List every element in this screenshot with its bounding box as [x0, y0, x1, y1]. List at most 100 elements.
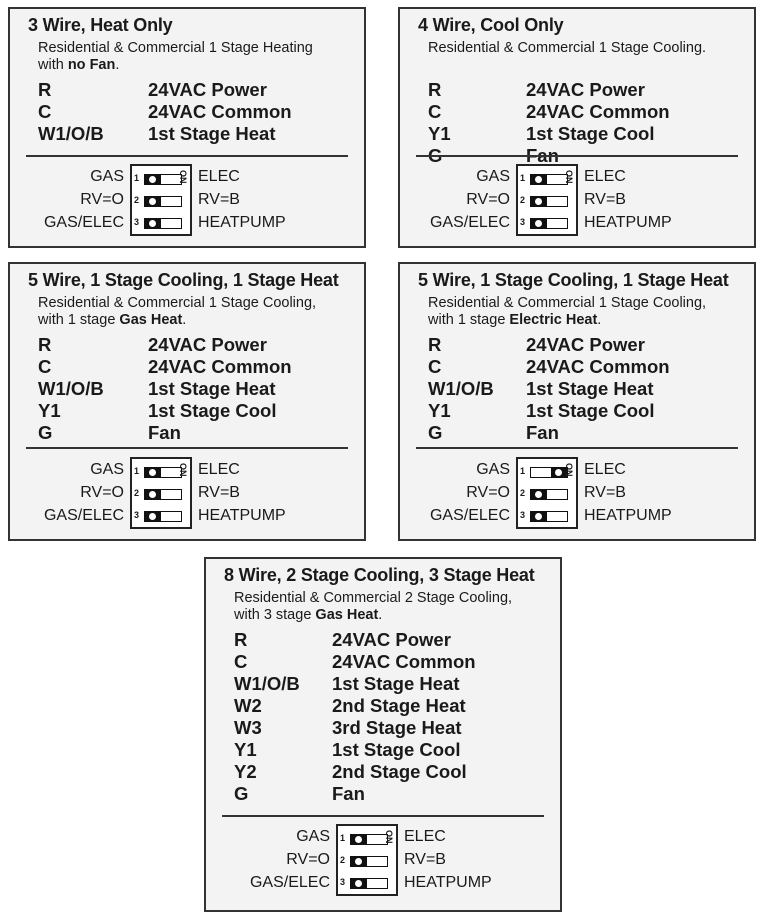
wire-function: 1st Stage Cool [526, 123, 655, 144]
dip-switch-3[interactable] [144, 511, 182, 522]
wire-terminal: R [38, 79, 52, 100]
switch-on-label: HEATPUMP [584, 507, 672, 524]
switch-on-label: RV=B [198, 191, 240, 208]
switch-number: 2 [520, 488, 526, 498]
switch-on-label: RV=B [584, 484, 626, 501]
wire-terminal: R [234, 629, 248, 650]
dip-switch-2[interactable] [144, 489, 182, 500]
wire-terminal: R [428, 79, 442, 100]
dip-switch-1[interactable] [350, 834, 388, 845]
switch-knob [351, 879, 367, 888]
switch-knob [145, 219, 161, 228]
description-line: with 1 stage Electric Heat. [428, 312, 706, 329]
switch-number: 2 [520, 195, 526, 205]
wire-function: 2nd Stage Cool [332, 761, 467, 782]
switch-knob [531, 512, 547, 521]
description-emphasis: no Fan [67, 57, 116, 73]
wire-function: 24VAC Power [148, 79, 267, 100]
switch-knob [531, 175, 547, 184]
wire-function: 24VAC Common [148, 356, 292, 377]
divider-line [26, 155, 348, 157]
panel-title: 8 Wire, 2 Stage Cooling, 3 Stage Heat [224, 565, 535, 585]
wire-terminal: W2 [234, 695, 262, 716]
dip-switch-2[interactable] [350, 856, 388, 867]
divider-line [416, 155, 738, 157]
wire-function: Fan [148, 422, 181, 443]
panel-description: Residential & Commercial 2 Stage Cooling… [234, 590, 512, 624]
description-text: . [597, 312, 602, 328]
description-line: Residential & Commercial 2 Stage Cooling… [234, 590, 513, 606]
switch-number: 2 [340, 855, 346, 865]
switch-knob [145, 175, 161, 184]
dip-switch-3[interactable] [530, 511, 568, 522]
description-emphasis: Gas Heat [119, 312, 183, 328]
wire-function: Fan [332, 783, 365, 804]
switch-knob [145, 197, 161, 206]
wire-terminal: R [38, 334, 52, 355]
switch-on-label: HEATPUMP [198, 214, 286, 231]
switch-on-label: HEATPUMP [404, 874, 492, 891]
switch-on-label: ELEC [584, 168, 626, 185]
panel-title: 5 Wire, 1 Stage Cooling, 1 Stage Heat [28, 270, 339, 290]
dip-switch-1[interactable] [144, 467, 182, 478]
wire-function: 24VAC Common [526, 101, 670, 122]
wire-terminal: G [428, 422, 443, 443]
wire-terminal: C [428, 356, 442, 377]
switch-off-label: GAS/ELEC [249, 874, 330, 891]
description-emphasis: Electric Heat [509, 312, 598, 328]
switch-number: 3 [134, 510, 140, 520]
wire-function: 24VAC Common [148, 101, 292, 122]
dip-switch-1[interactable] [530, 467, 568, 478]
switch-off-label: RV=O [286, 851, 330, 868]
dip-switch-2[interactable] [530, 196, 568, 207]
switch-number: 1 [520, 466, 526, 476]
switch-off-label: GAS/ELEC [43, 214, 124, 231]
switch-knob [551, 468, 567, 477]
switch-knob [531, 219, 547, 228]
dip-switch-2[interactable] [530, 489, 568, 500]
dip-switch-3[interactable] [350, 878, 388, 889]
on-indicator: ON [178, 170, 188, 184]
wire-function: 24VAC Power [332, 629, 451, 650]
wire-function: 24VAC Power [148, 334, 267, 355]
dip-switch-1[interactable] [530, 174, 568, 185]
description-line: Residential & Commercial 1 Stage Cooling… [38, 295, 317, 311]
wire-function: 1st Stage Cool [332, 739, 461, 760]
dip-switch-3[interactable] [530, 218, 568, 229]
divider-line [26, 447, 348, 449]
description-text: with 1 stage [38, 312, 120, 328]
description-line: with no Fan. [38, 57, 313, 74]
switch-on-label: RV=B [198, 484, 240, 501]
wire-function: 2nd Stage Heat [332, 695, 466, 716]
switch-off-label: GAS [90, 461, 124, 478]
wire-terminal: C [38, 356, 52, 377]
switch-knob [145, 512, 161, 521]
switch-on-label: RV=B [584, 191, 626, 208]
dip-switch-1[interactable] [144, 174, 182, 185]
switch-number: 1 [520, 173, 526, 183]
panel-description: Residential & Commercial 1 Stage Cooling… [428, 295, 706, 329]
panel-title: 3 Wire, Heat Only [28, 15, 173, 35]
dip-switch-3[interactable] [144, 218, 182, 229]
dip-switch-2[interactable] [144, 196, 182, 207]
on-indicator: ON [178, 463, 188, 477]
switch-off-label: GAS [476, 461, 510, 478]
wire-terminal: W1/O/B [38, 378, 104, 399]
switch-off-label: GAS/ELEC [429, 507, 510, 524]
divider-line [416, 447, 738, 449]
wire-function: 1st Stage Heat [332, 673, 460, 694]
wire-function: 24VAC Power [526, 334, 645, 355]
switch-knob [531, 490, 547, 499]
wire-terminal: W1/O/B [234, 673, 300, 694]
wire-terminal: W3 [234, 717, 262, 738]
description-text: . [378, 607, 383, 623]
switch-off-label: GAS [476, 168, 510, 185]
wire-terminal: Y1 [234, 739, 257, 760]
